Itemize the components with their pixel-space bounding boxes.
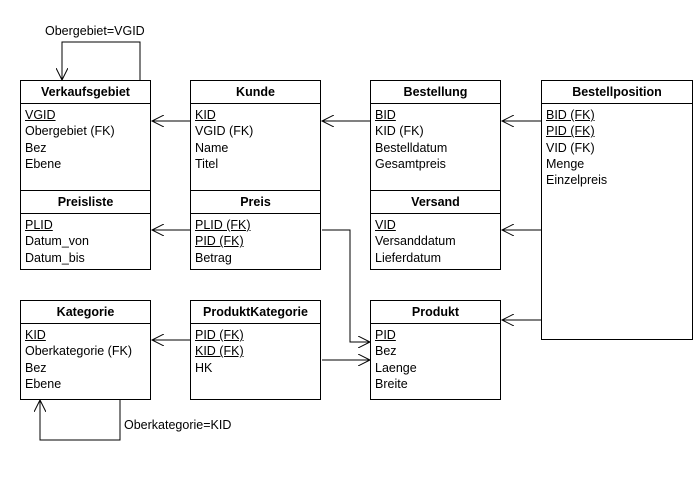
attribute: Laenge [375, 360, 417, 375]
attribute: Bestelldatum [375, 140, 448, 155]
attribute: VGID (FK) [195, 124, 254, 139]
entity-title: Verkaufsgebiet [21, 81, 150, 104]
attribute: Breite [375, 376, 408, 391]
attribute: Versanddatum [375, 234, 456, 249]
entity-title: Preis [191, 191, 320, 214]
attribute: Bez [375, 344, 397, 359]
attribute: HK [195, 360, 213, 375]
attribute: Gesamtpreis [375, 156, 446, 171]
entity-title: ProduktKategorie [191, 301, 320, 324]
attribute: Ebene [25, 376, 62, 391]
attribute: Ebene [25, 156, 62, 171]
attribute: Name [195, 140, 229, 155]
entity-title: Preisliste [21, 191, 150, 214]
key-attribute: PLID (FK) [195, 218, 251, 232]
key-attribute: PID (FK) [546, 124, 595, 139]
key-attribute: PID (FK) [195, 328, 244, 342]
attribute: Datum_bis [25, 250, 85, 265]
key-attribute: KID [25, 328, 46, 342]
attribute-list: PLID (FK) PID (FK)Betrag [191, 214, 320, 266]
key-attribute: VGID [25, 108, 56, 122]
line-verkaufsgebiet-self [62, 41, 141, 80]
attribute: KID (FK) [375, 124, 424, 139]
key-attribute: BID [375, 108, 396, 122]
attribute-list: PID (FK) KID (FK)HK [191, 324, 320, 376]
attribute: Datum_von [25, 234, 89, 249]
attribute: Betrag [195, 250, 232, 265]
entity-title: Kunde [191, 81, 320, 104]
entity-title: Kategorie [21, 301, 150, 324]
line-preis-produkt [322, 229, 370, 342]
entity-title: Versand [371, 191, 500, 214]
key-attribute: PID (FK) [195, 234, 244, 249]
attribute: Lieferdatum [375, 250, 442, 265]
label-obergebiet: Obergebiet=VGID [45, 24, 145, 38]
attribute: VID (FK) [546, 140, 595, 155]
entity-title: Produkt [371, 301, 500, 324]
entity-title: Bestellung [371, 81, 500, 104]
key-attribute: BID (FK) [546, 108, 595, 122]
key-attribute: VID [375, 218, 396, 232]
line-kategorie-self [40, 398, 121, 441]
key-attribute: PID [375, 328, 396, 342]
attribute: Titel [195, 156, 219, 171]
label-oberkategorie: Oberkategorie=KID [124, 418, 232, 432]
attribute: Menge [546, 156, 585, 171]
attribute: Oberkategorie (FK) [25, 344, 132, 359]
key-attribute: PLID [25, 218, 53, 232]
attribute: Einzelpreis [546, 173, 608, 188]
key-attribute: KID [195, 108, 216, 122]
attribute: Bez [25, 140, 47, 155]
attribute: Bez [25, 360, 47, 375]
entity-title: Bestellposition [542, 81, 692, 104]
attribute: Obergebiet (FK) [25, 124, 115, 139]
key-attribute: KID (FK) [195, 344, 244, 359]
